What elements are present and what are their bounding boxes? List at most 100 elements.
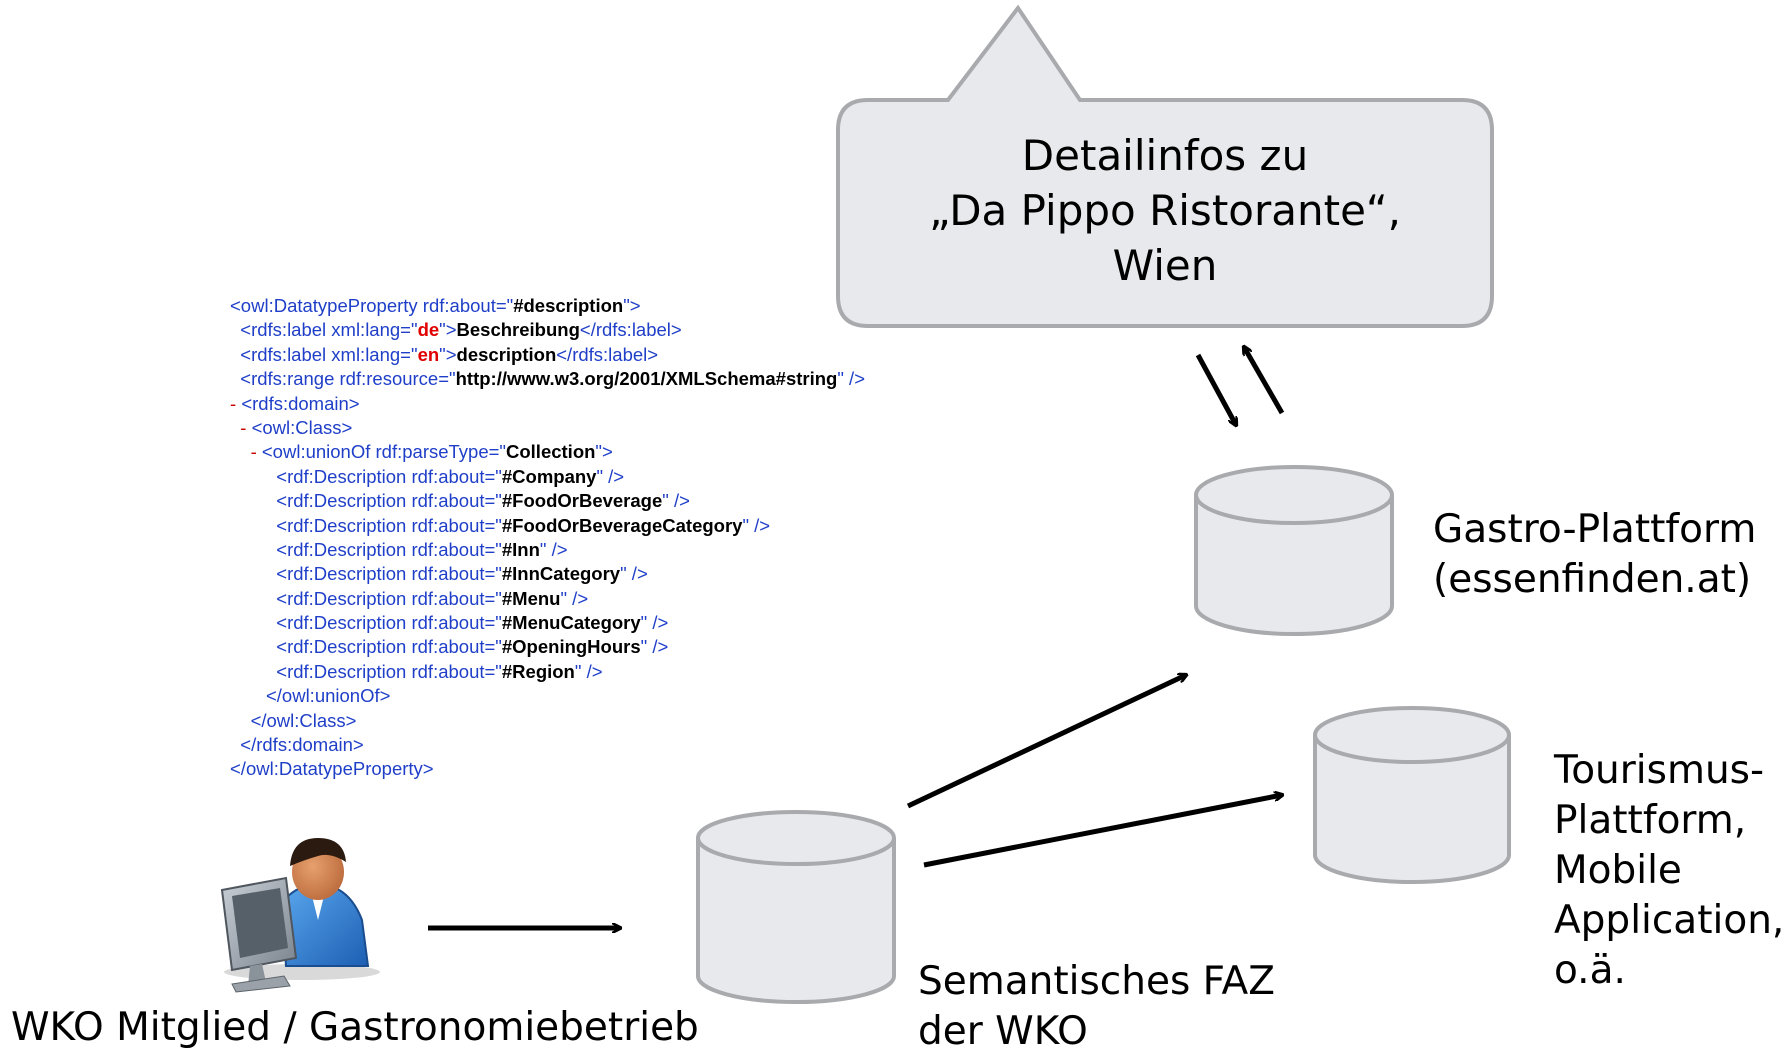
tourismus-label-line-4: Application, [1554,898,1785,943]
xml-token: " /> [596,465,625,487]
xml-code-block: <owl:DatatypeProperty rdf:about="#descri… [230,294,865,782]
xml-line-indent [230,710,251,731]
xml-line: <owl:DatatypeProperty rdf:about="#descri… [230,294,865,318]
xml-token: <rdf:Description rdf:about=" [276,612,502,634]
xml-line-indent [230,344,240,365]
xml-token: - [250,441,262,463]
xml-token: " /> [640,612,669,634]
xml-token: #MenuCategory [501,612,641,634]
xml-line: <rdf:Description rdf:about="#FoodOrBever… [230,489,865,513]
tourismus-database-icon [1313,706,1511,884]
xml-token: <owl:DatatypeProperty rdf:about=" [230,295,514,316]
xml-line: </owl:Class> [230,709,865,733]
xml-token: </owl:DatatypeProperty> [230,758,434,780]
xml-line: </owl:unionOf> [230,684,865,708]
gastro-label-line-2: (essenfinden.at) [1433,557,1752,602]
xml-token: <rdf:Description rdf:about=" [276,490,502,512]
xml-line: <rdf:Description rdf:about="#FoodOrBever… [230,514,865,538]
xml-line-indent [230,661,276,682]
xml-line: <rdf:Description rdf:about="#Company" /> [230,465,865,489]
xml-token: </rdfs:domain> [240,734,364,756]
xml-token: #OpeningHours [501,636,641,658]
xml-token: </owl:Class> [250,709,357,731]
xml-line: <rdfs:label xml:lang="en">description</r… [230,343,865,367]
xml-line-indent [230,515,276,536]
xml-token: <rdfs:domain> [241,392,360,414]
xml-line-indent [230,319,240,340]
xml-line-indent [230,588,276,609]
arrow-faz-to-gastro [906,675,1186,809]
arrow-to-callout-down [1195,353,1236,425]
xml-token: "> [439,319,457,341]
xml-token: " /> [560,587,589,609]
xml-token: <rdf:Description rdf:about=" [276,563,502,585]
person-at-computer-icon [220,838,380,993]
xml-token: #Company [501,465,597,487]
xml-line-indent [230,417,240,438]
faz-database-icon [696,810,896,1004]
xml-token: "> [595,441,613,463]
xml-line-indent [230,539,276,560]
xml-token: Beschreibung [456,319,580,341]
tourismus-label-line-1: Tourismus- [1554,748,1765,793]
xml-token: en [417,343,440,365]
xml-line: - <owl:unionOf rdf:parseType="Collection… [230,440,865,464]
xml-token: " /> [742,514,771,536]
callout-text: Detailinfos zu „Da Pippo Ristorante“, Wi… [838,128,1492,293]
callout-line-1: Detailinfos zu [1021,131,1309,180]
xml-token: Collection [506,441,596,463]
xml-token: </owl:unionOf> [265,685,391,707]
xml-token: </rdfs:label> [556,343,659,365]
xml-token: #FoodOrBeverage [501,490,663,512]
xml-token: de [417,319,440,341]
xml-token: http://www.w3.org/2001/XMLSchema#string [455,368,838,390]
xml-line: <rdf:Description rdf:about="#MenuCategor… [230,611,865,635]
xml-line: <rdf:Description rdf:about="#Inn" /> [230,538,865,562]
xml-token: </rdfs:label> [579,319,682,341]
xml-token: <rdf:Description rdf:about=" [276,660,502,682]
xml-line-indent [230,685,266,706]
xml-token: <rdfs:label xml:lang=" [240,343,418,365]
xml-token: " /> [837,368,865,390]
tourismus-platform-label: Tourismus- Plattform, Mobile Application… [1554,746,1784,996]
xml-line-indent [230,636,276,657]
xml-token: " /> [662,490,690,512]
tourismus-label-line-3: Mobile [1554,848,1682,893]
xml-line-indent [230,734,240,755]
xml-token: <rdf:Description rdf:about=" [276,465,502,487]
arrow-to-callout-up [1244,347,1285,415]
tourismus-label-line-2: Plattform, [1554,798,1747,843]
xml-line-indent [230,466,276,487]
xml-token: " /> [539,538,568,560]
gastro-database-icon [1194,465,1394,636]
xml-token: "> [623,295,641,316]
faz-label: Semantisches FAZ der WKO [918,957,1275,1057]
xml-line: - <rdfs:domain> [230,392,865,416]
faz-label-line-1: Semantisches FAZ [918,959,1275,1004]
xml-token: <rdf:Description rdf:about=" [276,636,502,658]
xml-token: #FoodOrBeverageCategory [501,514,743,536]
xml-token: - [230,392,242,414]
xml-token: #Region [501,660,575,682]
faz-label-line-2: der WKO [918,1009,1088,1054]
xml-token: <owl:unionOf rdf:parseType=" [261,441,506,463]
xml-line: </owl:DatatypeProperty> [230,757,865,781]
member-label: WKO Mitglied / Gastronomiebetrieb [11,1005,699,1050]
xml-line: - <owl:Class> [230,416,865,440]
xml-line: <rdfs:label xml:lang="de">Beschreibung</… [230,318,865,342]
xml-line-indent [230,441,251,462]
xml-token: <rdf:Description rdf:about=" [276,538,502,560]
tourismus-label-line-5: o.ä. [1554,948,1626,993]
xml-token: " /> [640,636,669,658]
xml-line: <rdf:Description rdf:about="#Region" /> [230,660,865,684]
xml-token: #Menu [501,587,561,609]
arrow-faz-to-tourismus [923,795,1282,868]
xml-token: #InnCategory [501,563,621,585]
xml-token: <owl:Class> [251,416,353,438]
xml-line: <rdf:Description rdf:about="#OpeningHour… [230,635,865,659]
xml-token: #Inn [501,538,540,560]
callout-line-2: „Da Pippo Ristorante“, [928,186,1402,235]
xml-line-indent [230,563,276,584]
xml-line-indent [230,490,276,511]
